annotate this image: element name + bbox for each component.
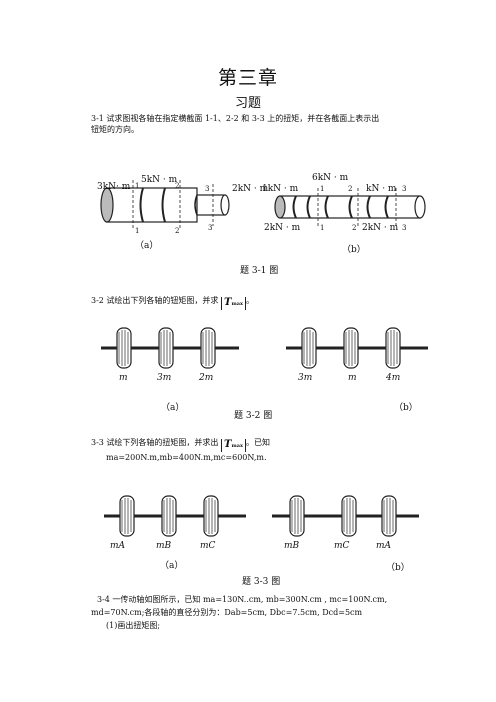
- section-title: 习题: [234, 96, 261, 111]
- problem-3-2-text: 3-2 试绘出下列各轴的钮矩图，并求 Tmax。: [91, 295, 254, 310]
- fig-3-1b-torque-3: kN · m: [366, 184, 397, 194]
- fig-3-1a-label: （a）: [135, 240, 158, 251]
- problem-3-3-text: 3-3 试绘下列各轴的扭矩图，并求出 Tmax。已知: [91, 437, 270, 452]
- disk-a: [119, 495, 135, 537]
- fig-3-1b-sec-1b: 1: [320, 224, 324, 232]
- fig-3-1b-sec-3b: 3: [402, 224, 406, 232]
- tmax-symbol: Tmax: [220, 439, 246, 452]
- disk-2: [343, 327, 359, 369]
- disk-3: [385, 327, 401, 369]
- fig-3-1b-sec-2: 2: [348, 185, 352, 193]
- fig-3-1b-label: （b）: [342, 244, 366, 255]
- figure-3-2b: 3m m 4m （b）: [286, 327, 428, 413]
- tmax-t: T: [223, 439, 232, 450]
- figure-3-1b: 6kN · m 1kN · m kN · m 2kN · m 2kN · m 1…: [262, 173, 426, 255]
- fig-3-1b-torque-2: 1kN · m: [262, 184, 299, 194]
- caption-3-3: 题 3-3 图: [242, 577, 281, 587]
- fig-3-2b-label-2: m: [348, 373, 357, 383]
- caption-3-1: 题 3-1 图: [240, 266, 279, 276]
- fig-3-2a-label-2: 3m: [157, 373, 171, 383]
- figure-3-3a: mA mB mC （a）: [104, 495, 246, 571]
- figure-3-2a: m 3m 2m （a）: [101, 327, 239, 413]
- fig-3-3b-label: （b）: [386, 562, 410, 573]
- problem-3-3-end: 。已知: [245, 438, 270, 447]
- fig-3-3b-label-2: mC: [334, 541, 350, 551]
- fig-3-1a-torque-3: 2kN · m: [232, 184, 269, 194]
- fig-3-2b-label: （b）: [394, 402, 418, 413]
- fig-3-1b-torque-4: 2kN · m: [264, 223, 301, 233]
- problem-3-2-end: 。: [245, 296, 254, 305]
- disk-2: [158, 327, 174, 369]
- disk-c: [203, 495, 219, 537]
- fig-3-3b-label-3: mA: [376, 541, 392, 551]
- fig-3-1a-sec-2b: 2: [175, 227, 179, 235]
- problem-3-4-line1: 3-4 一传动轴如图所示，已知 ma=130N..cm, mb=300N.cm …: [97, 595, 388, 604]
- fig-3-1a-sec-1b: 1: [135, 227, 139, 235]
- tmax-sub: max: [231, 301, 243, 307]
- disk-a: [381, 495, 397, 537]
- fig-3-2b-label-1: 3m: [298, 373, 312, 383]
- fig-3-1a-sec-1: 1: [135, 182, 139, 190]
- fig-3-2a-label-3: 2m: [198, 373, 213, 383]
- disk-b: [289, 495, 305, 537]
- fig-3-2b-label-3: 4m: [385, 373, 400, 383]
- disk-b: [161, 495, 177, 537]
- fig-3-3a-label-2: mB: [156, 541, 172, 551]
- fig-3-1b-torque-5: 2kN · m: [362, 223, 399, 233]
- tmax-symbol: Tmax: [220, 297, 246, 310]
- problem-3-4-line2: md=70N.cm;各段轴的直径分别为：Dab=5cm, Dbc=7.5cm, …: [91, 608, 363, 617]
- fig-3-2a-label: （a）: [161, 402, 184, 413]
- fig-3-1b-sec-2b: 2: [352, 224, 356, 232]
- disk-1: [116, 327, 132, 369]
- disk-3: [200, 327, 216, 369]
- disk-1: [301, 327, 317, 369]
- figure-3-3b: mB mC mA （b）: [272, 495, 419, 573]
- figure-3-1a: 5kN · m 3kN· m 2kN · m 1 2 3 1 2 3 （a）: [97, 175, 269, 251]
- problem-3-3-given: ma=200N.m,mb=400N.m,mc=600N,m.: [106, 453, 267, 462]
- fig-3-1a-torque-2: 3kN· m: [97, 182, 131, 192]
- fig-3-2a-label-1: m: [119, 373, 128, 383]
- fig-3-3a-label-1: mA: [110, 541, 126, 551]
- disk-c: [341, 495, 357, 537]
- fig-3-3b-label-1: mB: [284, 541, 300, 551]
- chapter-title: 第三章: [217, 67, 278, 89]
- fig-3-1b-torque-1: 6kN · m: [312, 173, 349, 183]
- tmax-sub: max: [231, 443, 243, 449]
- tmax-t: T: [223, 297, 232, 308]
- fig-3-3a-label: （a）: [160, 560, 183, 571]
- fig-3-1a-sec-3: 3: [205, 185, 209, 193]
- fig-3-1a-sec-3b: 3: [208, 224, 212, 232]
- fig-3-1a-torque-1: 5kN · m: [141, 175, 178, 185]
- caption-3-2: 题 3-2 图: [234, 411, 273, 421]
- problem-3-1-line2: 钮矩的方向。: [91, 125, 139, 134]
- fig-3-1a-sec-2: 2: [175, 182, 179, 190]
- problem-3-3-lead: 3-3 试绘下列各轴的扭矩图，并求出: [91, 438, 219, 447]
- fig-3-1b-sec-1: 1: [320, 185, 324, 193]
- fig-3-3a-label-3: mC: [200, 541, 216, 551]
- problem-3-4-line3: (1)画出扭矩图;: [106, 621, 161, 630]
- problem-3-2-lead: 3-2 试绘出下列各轴的钮矩图，并求: [91, 296, 219, 305]
- problem-3-1-line1: 3-1 试求图视各轴在指定横截面 1-1、2-2 和 3-3 上的扭矩，并在各截…: [91, 114, 380, 123]
- fig-3-1b-sec-3: 3: [402, 185, 406, 193]
